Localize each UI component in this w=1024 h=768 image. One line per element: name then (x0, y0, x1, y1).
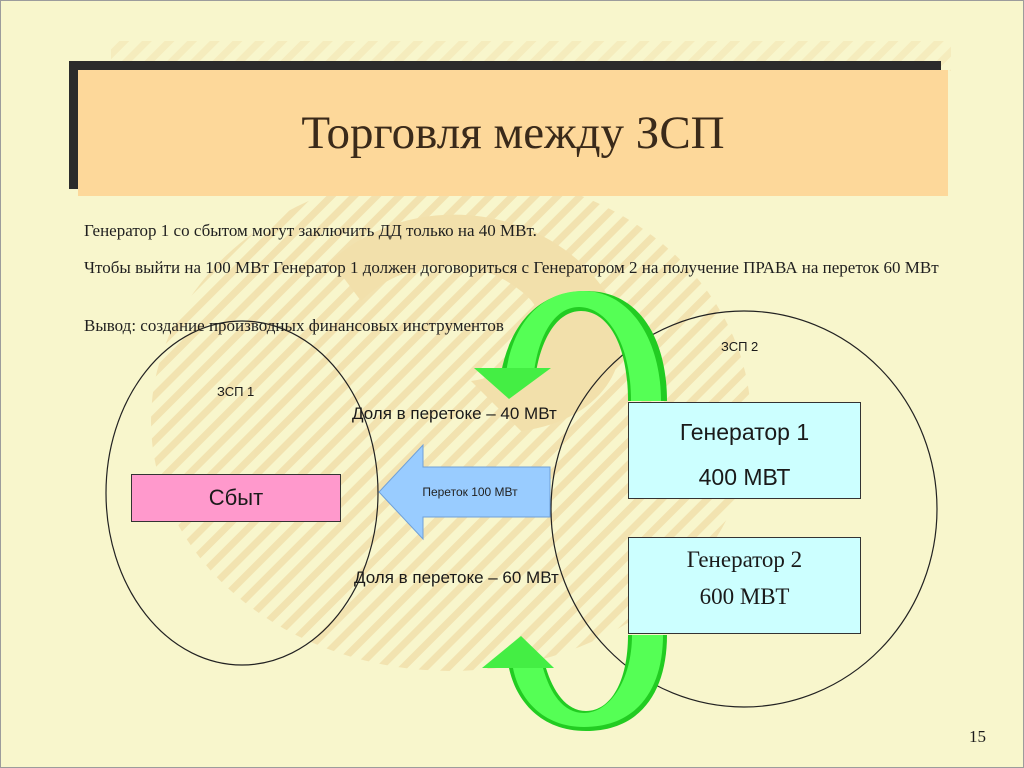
paragraph-2: Чтобы выйти на 100 МВт Генератор 1 долже… (84, 258, 939, 277)
zone-1-label: ЗСП 1 (217, 384, 255, 399)
curved-arrow-top (474, 291, 667, 401)
paragraph-3: Вывод: создание производных финансовых и… (84, 316, 504, 335)
zone-1-ellipse (105, 320, 379, 666)
title-banner: Торговля между ЗСП (78, 70, 948, 196)
flow-arrow (378, 443, 551, 541)
generator-2-box: Генератор 2 600 МВТ (628, 537, 861, 634)
flow-share-60-label: Доля в перетоке – 60 МВт (354, 568, 559, 587)
generator-1-box: Генератор 1 400 МВТ (628, 402, 861, 499)
sales-box: Сбыт (131, 474, 341, 522)
zone-2-label: ЗСП 2 (721, 339, 759, 354)
sales-label: Сбыт (208, 485, 264, 510)
zone-2-ellipse (550, 310, 938, 708)
generator-1-power: 400 МВТ (698, 464, 791, 490)
generator-2-power: 600 МВТ (699, 584, 790, 609)
paragraph-1: Генератор 1 со сбытом могут заключить ДД… (84, 221, 537, 240)
flow-arrow-label: Переток 100 МВт (422, 485, 518, 499)
generator-1-name: Генератор 1 (679, 419, 810, 445)
generator-2-name: Генератор 2 (686, 547, 803, 572)
slide-title: Торговля между ЗСП (301, 107, 725, 159)
curved-arrow-bottom (482, 635, 667, 731)
page-number: 15 (969, 727, 986, 746)
flow-share-40-label: Доля в перетоке – 40 МВт (352, 404, 557, 423)
